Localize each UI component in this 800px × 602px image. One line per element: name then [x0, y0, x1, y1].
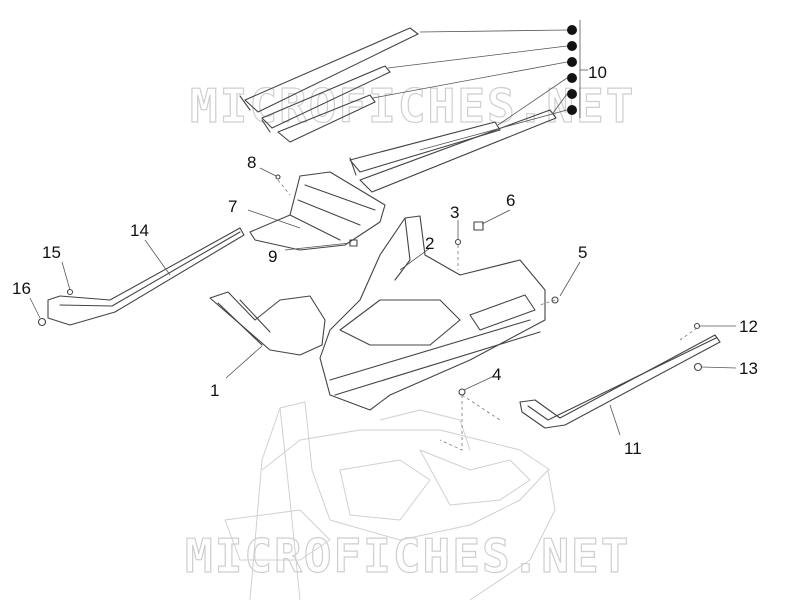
callout-15: 15 [42, 243, 61, 262]
callout-5: 5 [578, 243, 587, 262]
assembly-dashed-lines [277, 179, 698, 451]
callout-11: 11 [624, 439, 642, 458]
leader-lines [29, 167, 737, 436]
part-7-floor-mat [249, 171, 386, 251]
callout-16: 16 [12, 279, 31, 298]
part-11-right-side-trim [519, 334, 721, 429]
part-10-bracket [372, 20, 588, 151]
ghost-frame [224, 401, 556, 601]
callout-10: 10 [588, 63, 607, 82]
bracket-dot-6 [567, 105, 577, 115]
watermark-top: MICROFICHES.NET [190, 79, 635, 133]
callout-12: 12 [739, 317, 758, 336]
callout-4: 4 [492, 365, 501, 384]
bracket-dot-3 [567, 57, 577, 67]
part-2-central-body [319, 215, 546, 411]
callout-7: 7 [228, 197, 237, 216]
callout-8: 8 [247, 153, 256, 172]
part-10-trim-strips [239, 27, 557, 193]
callout-14: 14 [130, 221, 149, 240]
bracket-dot-1 [567, 25, 577, 35]
bracket-dot-4 [567, 73, 577, 83]
callout-9: 9 [268, 247, 277, 266]
callout-3: 3 [450, 203, 459, 222]
callout-1: 1 [210, 381, 219, 400]
watermark-bottom: MICROFICHES.NET [185, 529, 630, 583]
callout-13: 13 [739, 359, 758, 378]
part-1-left-footboard [209, 291, 326, 356]
callout-2: 2 [425, 234, 434, 253]
bracket-dot-5 [567, 89, 577, 99]
callout-labels: 1 2 3 4 5 6 7 8 9 10 11 12 13 14 15 16 [12, 63, 758, 458]
part-14-left-side-trim [47, 227, 245, 326]
callout-6: 6 [506, 191, 515, 210]
bracket-dot-2 [567, 41, 577, 51]
